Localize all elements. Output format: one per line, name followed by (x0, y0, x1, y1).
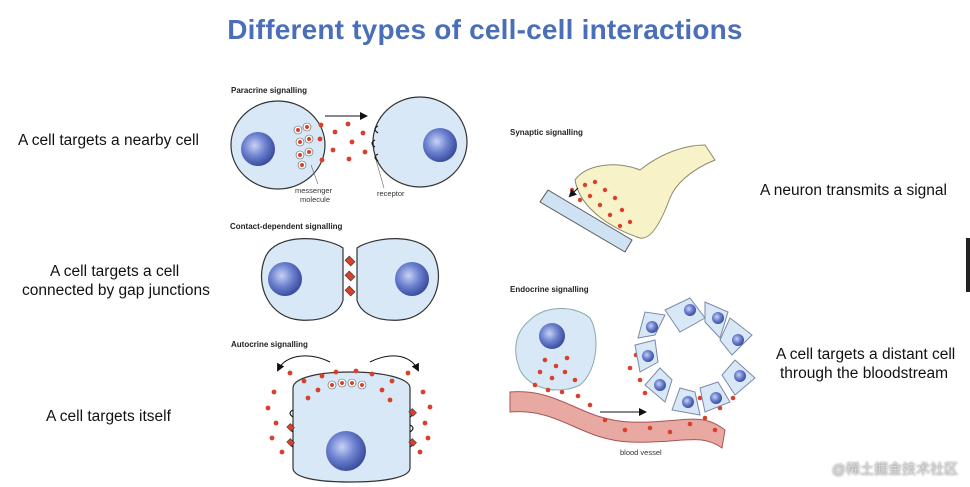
caption-endocrine-line2: through the bloodstream (780, 365, 949, 382)
label-autocrine: Autocrine signalling (231, 340, 308, 349)
gap-junctions (344, 255, 356, 297)
caption-autocrine: A cell targets itself (46, 408, 171, 425)
paracrine-receptors (371, 125, 379, 162)
endocrine-molecules (532, 352, 736, 435)
label-endocrine: Endocrine signalling (510, 285, 589, 294)
synaptic-target-membrane (539, 189, 633, 253)
contact-left-cell (260, 238, 344, 321)
caption-contact-line2: connected by gap junctions (22, 282, 210, 299)
scroll-edge-bar (966, 238, 970, 292)
contact-right-nucleus (395, 262, 429, 296)
endocrine-source-cell (515, 308, 597, 391)
contact-left-nucleus (268, 262, 302, 296)
label-messenger-line2: molecule (300, 195, 330, 204)
autocrine-arrow-left (277, 355, 331, 372)
paracrine-molecules (296, 121, 368, 167)
autocrine-cell (292, 371, 411, 483)
endocrine-source-nucleus (539, 323, 565, 349)
synaptic-diagram (539, 144, 716, 253)
paracrine-target-nucleus (423, 128, 457, 162)
autocrine-bound (286, 408, 417, 447)
label-contact: Contact-dependent signalling (230, 222, 343, 231)
paracrine-source-nucleus (241, 132, 275, 166)
watermark: @稀土掘金技术社区 (831, 461, 958, 477)
caption-paracrine: A cell targets a nearby cell (18, 132, 199, 149)
label-receptor: receptor (377, 189, 405, 198)
label-messenger-line1: messenger (295, 186, 333, 195)
page-title: Different types of cell-cell interaction… (227, 14, 743, 45)
label-blood-vessel: blood vessel (620, 448, 662, 457)
label-synaptic: Synaptic signalling (510, 128, 583, 137)
paracrine-vesicles (293, 122, 314, 170)
label-paracrine: Paracrine signalling (231, 86, 308, 95)
autocrine-diagram (265, 355, 433, 483)
autocrine-molecules (265, 368, 433, 455)
endocrine-diagram: blood vessel (509, 297, 756, 457)
caption-contact-line1: A cell targets a cell (50, 263, 180, 280)
autocrine-arrow-right (369, 355, 419, 372)
paracrine-diagram: messenger molecule receptor (230, 96, 468, 204)
caption-synaptic: A neuron transmits a signal (760, 182, 947, 199)
caption-endocrine-line1: A cell targets a distant cell (776, 346, 956, 363)
synaptic-molecules (569, 179, 633, 229)
autocrine-nucleus (326, 431, 366, 471)
contact-diagram (260, 238, 440, 321)
endocrine-target-nuclei (642, 304, 746, 408)
synaptic-arrow (568, 187, 579, 198)
